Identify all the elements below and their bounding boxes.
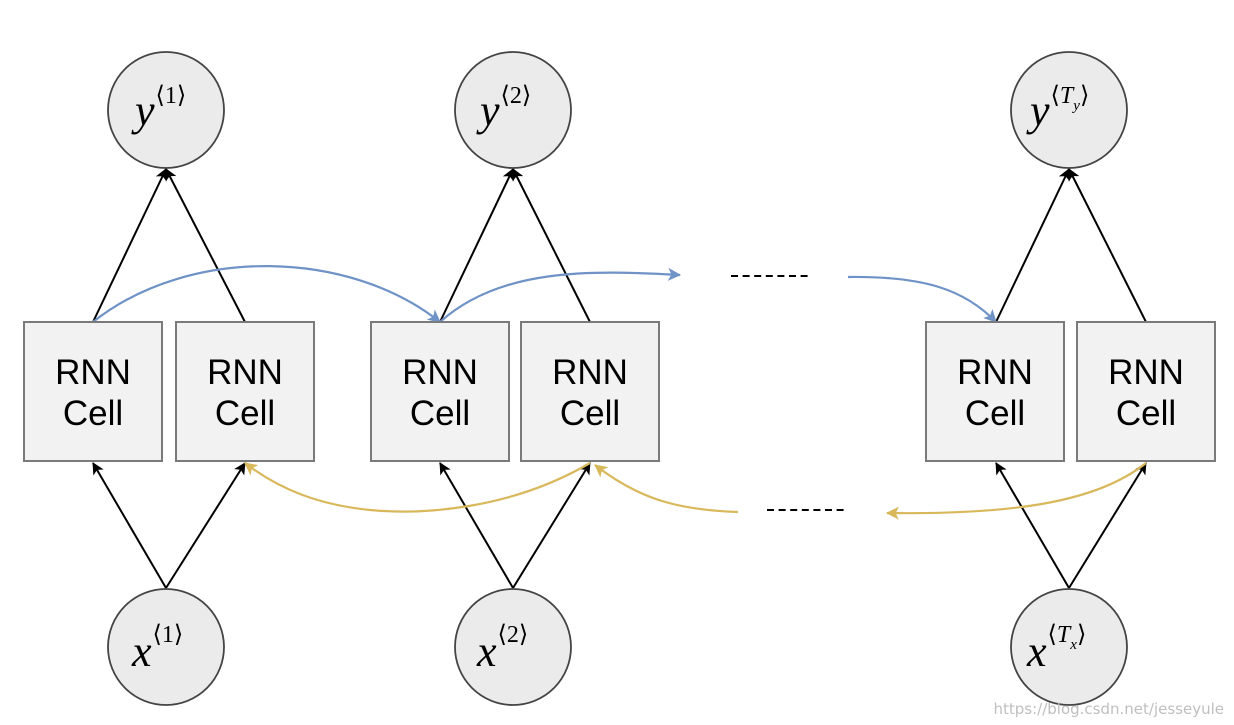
cell-label-line2: Cell (215, 394, 275, 433)
cell-label-line1: RNN (552, 353, 628, 392)
svg-text:y⟨1⟩: y⟨1⟩ (131, 83, 186, 135)
node-bracket-open: ⟨ (156, 83, 165, 109)
cell-label-line2: Cell (63, 394, 123, 433)
edge-x1-to-cell1 (92, 462, 167, 589)
node-index: 1 (162, 622, 174, 648)
output-node-y2: y⟨2⟩ (454, 51, 572, 169)
edge-xtx-to-cell6 (1068, 462, 1147, 589)
node-bracket-close: ⟩ (1077, 622, 1086, 648)
cell-label-line1: RNN (402, 353, 478, 392)
node-variable: x (1026, 627, 1047, 676)
cell-label-line1: RNN (207, 353, 283, 392)
node-bracket-close: ⟩ (522, 83, 531, 109)
forward-arrow-1 (92, 265, 441, 323)
svg-text:y⟨2⟩: y⟨2⟩ (476, 83, 531, 135)
edge-cell2-to-y1 (165, 168, 246, 323)
node-bracket-open: ⟨ (498, 622, 507, 648)
edge-x2-to-cell3 (439, 462, 514, 589)
rnn-cell-backward-t: RNN Cell (1076, 321, 1216, 462)
node-index: 2 (507, 622, 519, 648)
input-node-x2: x⟨2⟩ (454, 588, 572, 706)
backward-recurrence (244, 462, 1147, 520)
edge-x1-to-cell2 (165, 462, 246, 589)
edge-x2-to-cell4 (512, 462, 591, 589)
rnn-cell-backward-2: RNN Cell (520, 321, 660, 462)
edge-cell5-to-yty (995, 168, 1070, 323)
cell-label-line1: RNN (957, 353, 1033, 392)
cell-label-line2: Cell (965, 394, 1025, 433)
node-bracket-open: ⟨ (501, 83, 510, 109)
svg-text:x⟨2⟩: x⟨2⟩ (476, 622, 528, 676)
output-node-yty: y⟨Ty⟩ (1010, 51, 1128, 169)
rnn-cell-forward-1: RNN Cell (23, 321, 163, 462)
node-bracket-close: ⟩ (1080, 83, 1089, 109)
rnn-cell-forward-t: RNN Cell (925, 321, 1065, 462)
cell-label-line1: RNN (55, 353, 131, 392)
watermark-url: https://blog.csdn.net/jesseyule (994, 700, 1225, 718)
cell-label-line2: Cell (410, 394, 470, 433)
cell-label-line1: RNN (1108, 353, 1184, 392)
input-output-edges (92, 168, 1147, 589)
edge-cell1-to-y1 (92, 168, 167, 323)
forward-arrow-3 (847, 275, 997, 323)
backward-arrow-1 (244, 462, 591, 513)
svg-text:x⟨Tx⟩: x⟨Tx⟩ (1026, 622, 1086, 676)
node-bracket-open: ⟨ (1051, 83, 1060, 109)
output-node-y1: y⟨1⟩ (107, 51, 225, 169)
node-index: T (1060, 83, 1075, 109)
forward-recurrence (92, 265, 997, 323)
node-bracket-close: ⟩ (519, 622, 528, 648)
cell-label-line2: Cell (1116, 394, 1176, 433)
backward-arrow-3 (885, 462, 1147, 520)
node-bracket-close: ⟩ (177, 83, 186, 109)
rnn-cell-backward-1: RNN Cell (175, 321, 315, 462)
node-index: 1 (165, 83, 177, 109)
node-variable: y (131, 86, 155, 135)
node-variable: y (1026, 86, 1050, 135)
edge-xtx-to-cell5 (995, 462, 1070, 589)
forward-arrow-2 (439, 267, 682, 323)
svg-text:x⟨1⟩: x⟨1⟩ (131, 622, 183, 676)
svg-text:y⟨Ty⟩: y⟨Ty⟩ (1026, 83, 1089, 135)
rnn-cell-forward-2: RNN Cell (370, 321, 510, 462)
backward-arrow-2 (594, 464, 739, 514)
node-variable: x (476, 627, 497, 676)
cell-label-line2: Cell (560, 394, 620, 433)
node-variable: y (476, 86, 500, 135)
node-index-subscript: x (1069, 637, 1077, 653)
edge-cell4-to-y2 (512, 168, 591, 323)
node-index-subscript: y (1071, 98, 1080, 114)
node-bracket-open: ⟨ (1048, 622, 1057, 648)
node-bracket-close: ⟩ (174, 622, 183, 648)
node-bracket-open: ⟨ (153, 622, 162, 648)
edge-cell6-to-yty (1068, 168, 1147, 323)
node-index: T (1057, 622, 1072, 648)
input-node-xtx: x⟨Tx⟩ (1010, 588, 1128, 706)
node-variable: x (131, 627, 152, 676)
node-index: 2 (510, 83, 522, 109)
edge-cell3-to-y2 (439, 168, 514, 323)
input-node-x1: x⟨1⟩ (107, 588, 225, 706)
